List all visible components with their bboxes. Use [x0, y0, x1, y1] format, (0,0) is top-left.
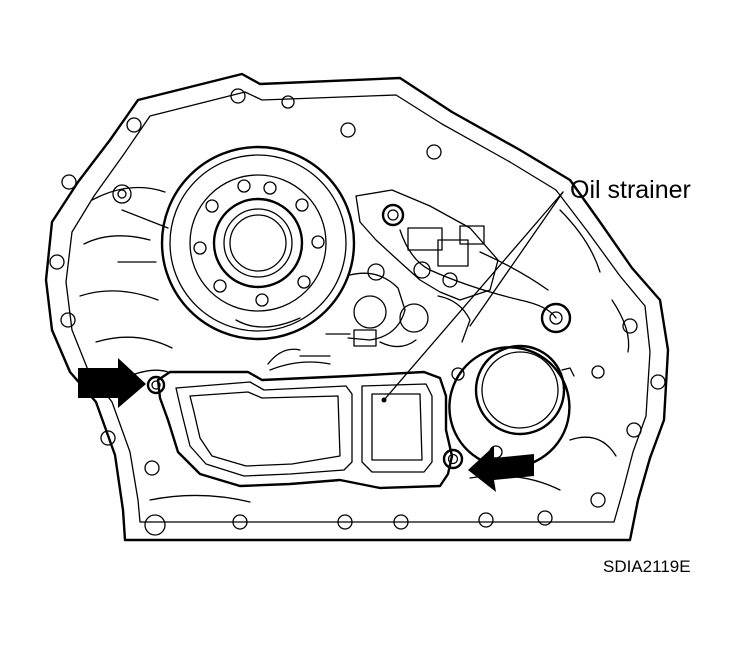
arrow-right-pointer-icon	[78, 358, 146, 408]
oil-strainer	[146, 348, 464, 490]
case-outline	[44, 72, 670, 542]
callout-leader-lines	[381, 191, 564, 403]
control-valve-body	[299, 189, 572, 357]
figure-id-label: SDIA2119E	[603, 557, 691, 576]
differential-bearing-bore	[448, 344, 605, 469]
oil-strainer-label: Oil strainer	[570, 176, 691, 204]
arrow-left-pointer-icon	[468, 446, 534, 492]
main-bearing-housing	[160, 145, 356, 341]
flange-bolt-holes	[49, 88, 666, 530]
case-inner-flange	[65, 91, 651, 523]
case-ribs	[79, 184, 630, 536]
